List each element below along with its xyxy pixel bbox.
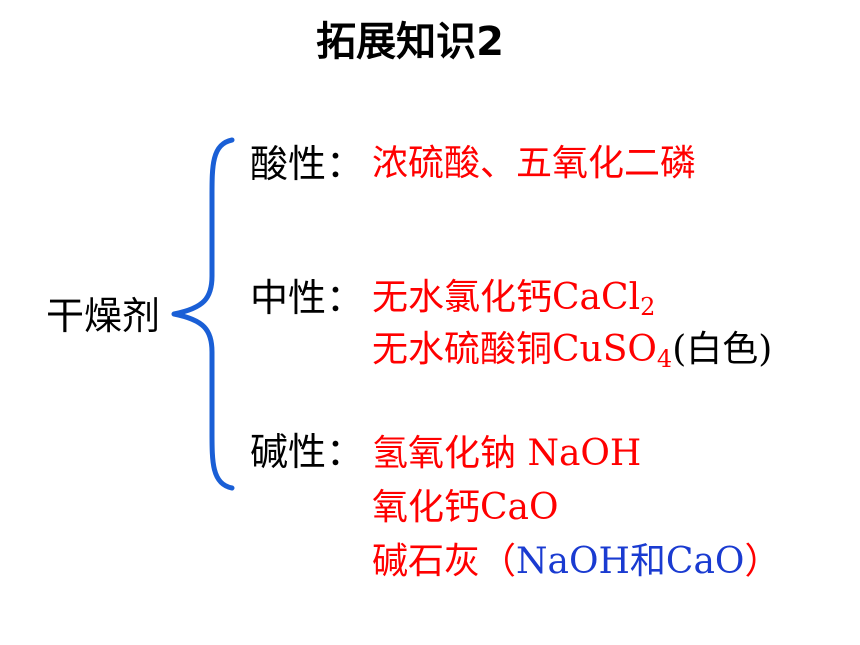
category-acidic-label: 酸性： <box>250 142 365 186</box>
curly-brace-icon <box>171 137 235 491</box>
basic-item-3-open-paren: （ <box>480 541 517 582</box>
basic-item-3-detail: NaOH和CaO <box>516 541 745 582</box>
neutral-item-copper-sulfate: 无水硫酸铜CuSO4(白色) <box>372 326 772 374</box>
basic-item-sodium-hydroxide: 氢氧化钠 NaOH <box>372 433 642 474</box>
neutral-item-1-name: 无水氯化钙 <box>372 277 553 318</box>
neutral-item-1-subscript: 2 <box>640 293 656 321</box>
basic-item-soda-lime: 碱石灰（NaOH和CaO） <box>372 538 780 586</box>
category-neutral-label: 中性： <box>250 276 365 320</box>
category-basic-label: 碱性： <box>250 430 365 474</box>
neutral-item-2-note: (白色) <box>672 329 773 370</box>
neutral-item-1-formula: CaCl <box>552 277 641 318</box>
neutral-item-2-name: 无水硫酸铜 <box>372 329 553 370</box>
basic-item-calcium-oxide: 氧化钙CaO <box>372 487 559 528</box>
root-label: 干燥剂 <box>46 294 161 338</box>
page-title: 拓展知识2 <box>316 19 504 65</box>
neutral-item-calcium-chloride: 无水氯化钙CaCl2 <box>372 274 655 322</box>
acidic-item: 浓硫酸、五氧化二磷 <box>372 143 697 184</box>
basic-item-3-close-paren: ） <box>744 541 781 582</box>
basic-item-3-name: 碱石灰 <box>372 541 481 582</box>
neutral-item-2-formula: CuSO <box>552 329 657 370</box>
neutral-item-2-subscript: 4 <box>656 345 673 373</box>
